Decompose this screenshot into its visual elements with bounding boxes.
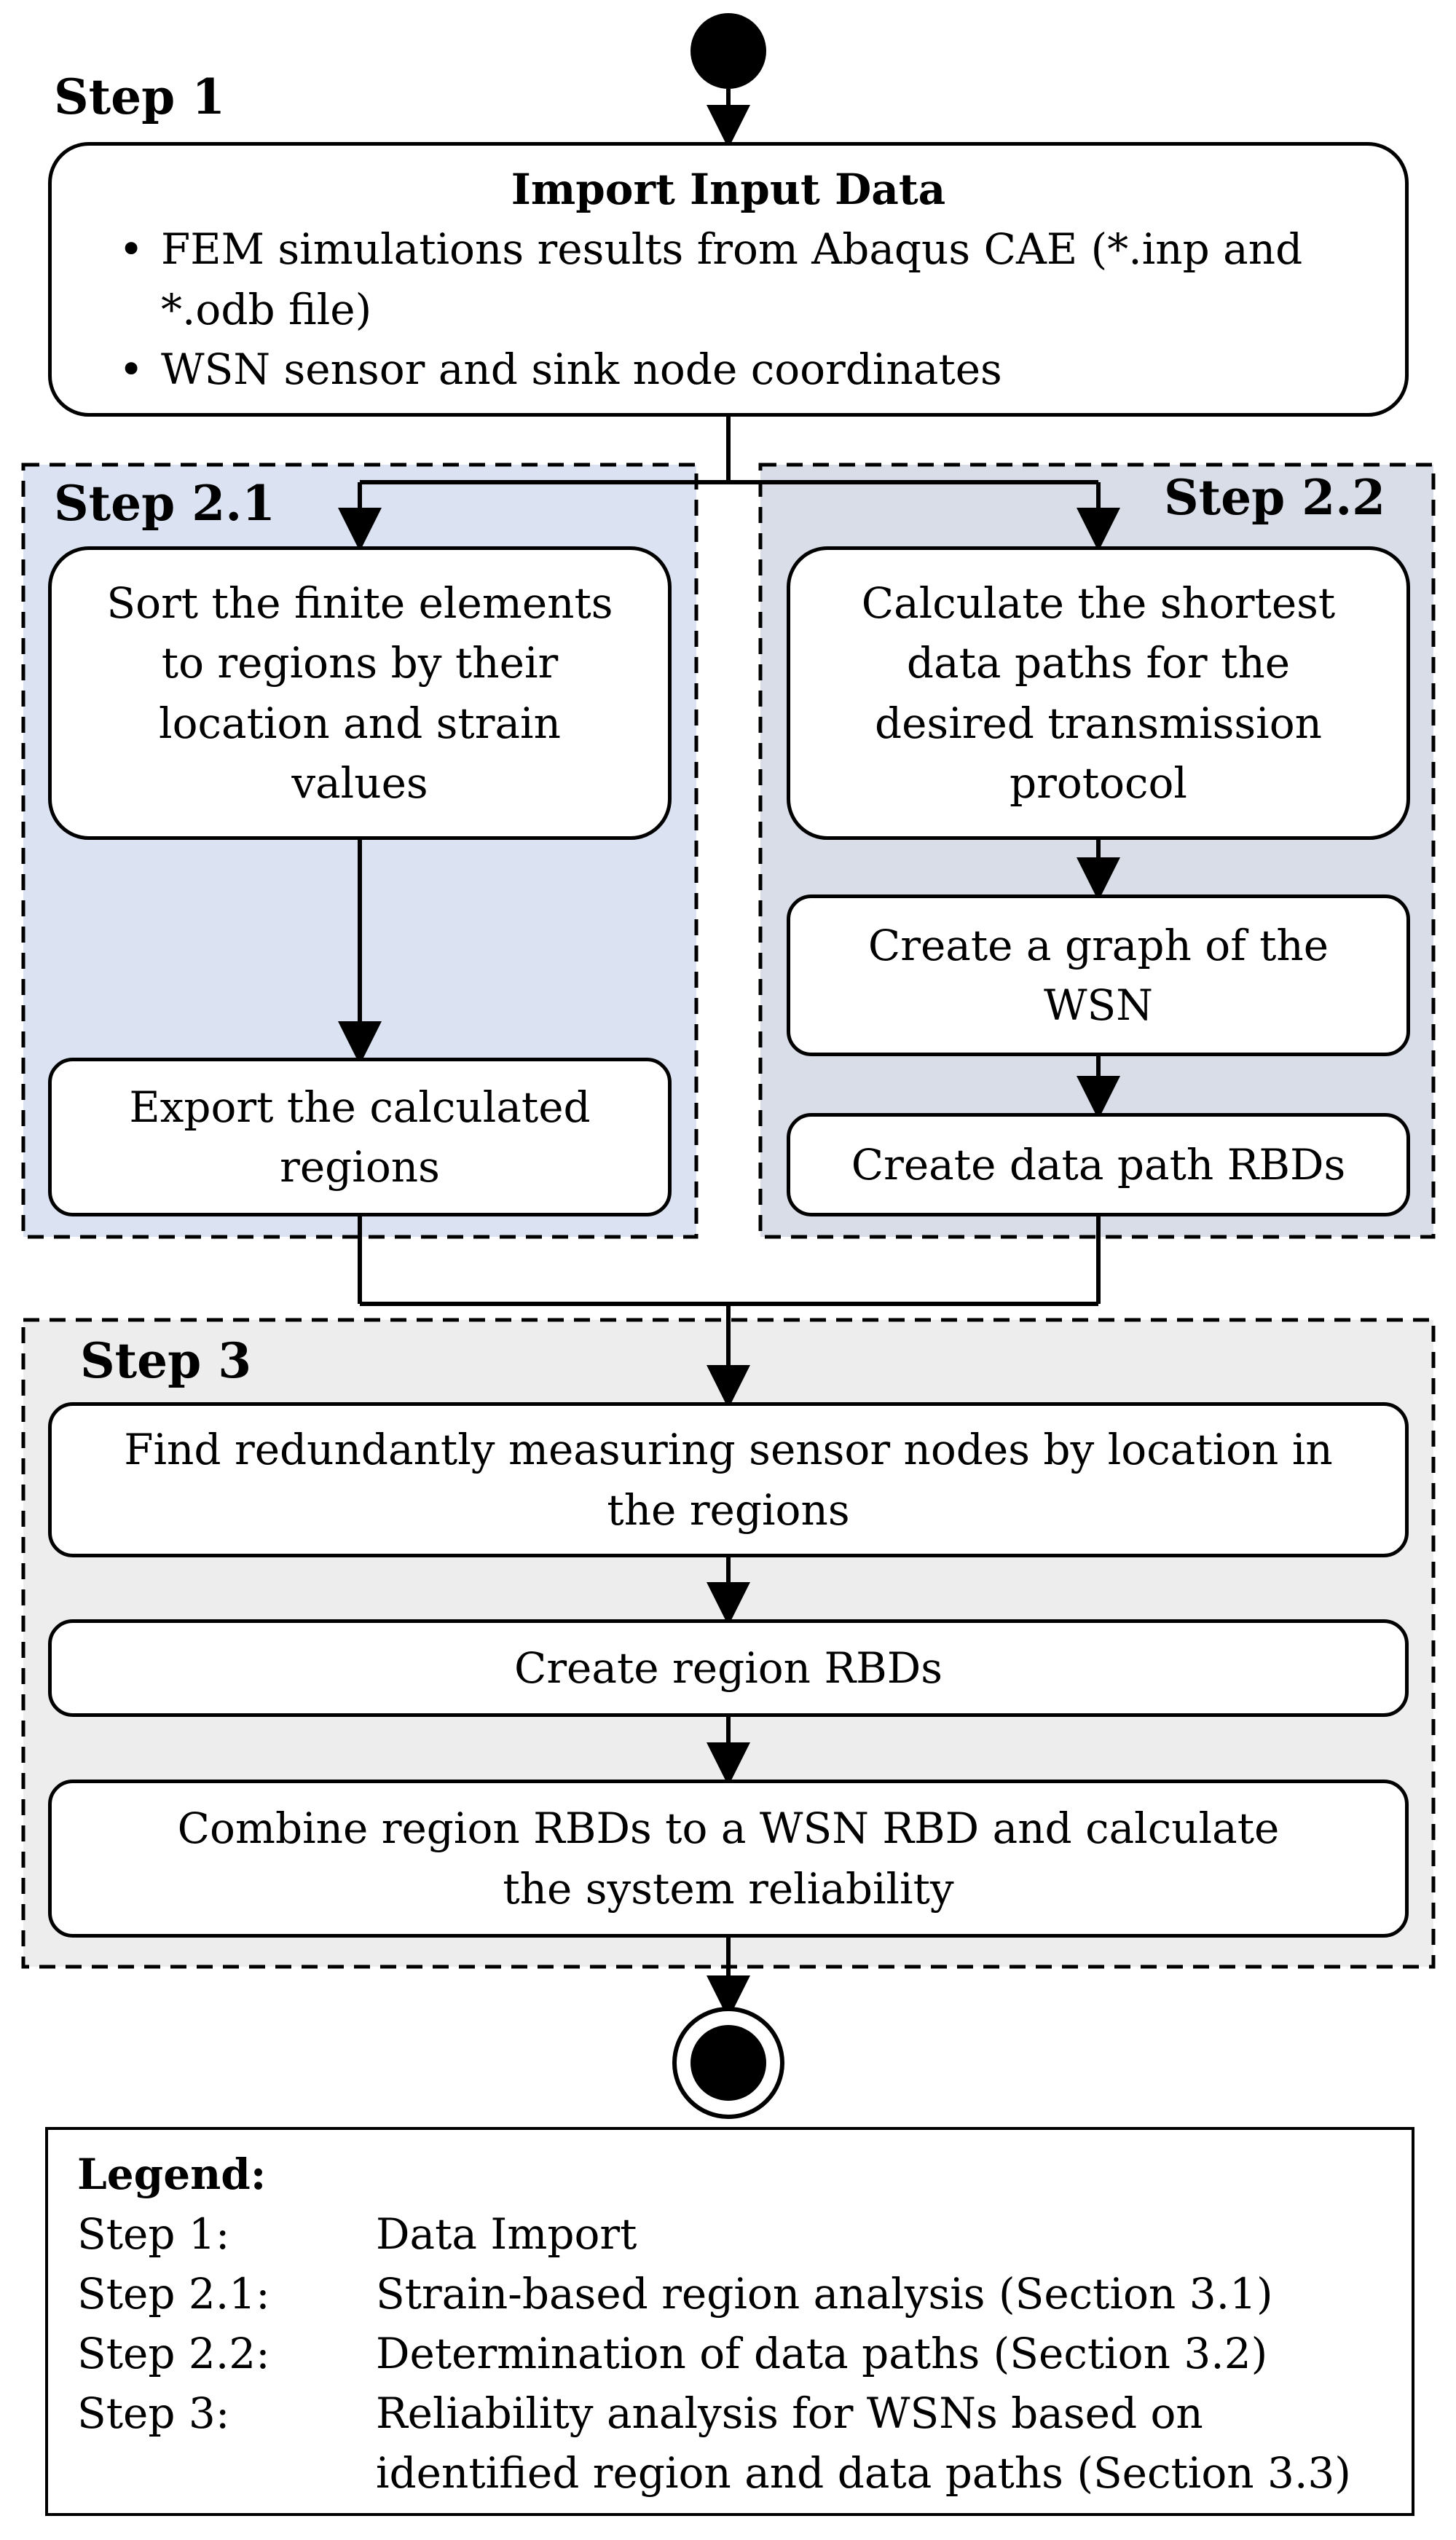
create-data-path-rbds-box: Create data path RBDs xyxy=(787,1113,1410,1216)
legend-key: Step 1: xyxy=(77,2209,230,2259)
create-region-rbds-text: Create region RBDs xyxy=(513,1643,943,1693)
legend-key: Step 2.2: xyxy=(77,2329,270,2378)
create-region-rbds-box: Create region RBDs xyxy=(48,1619,1409,1717)
legend-value: Determination of data paths (Section 3.2… xyxy=(376,2329,1268,2378)
legend-value: Strain-based region analysis (Section 3.… xyxy=(376,2269,1273,2319)
import-bullet-item: FEM simulations results from Abaqus CAE … xyxy=(103,219,1354,339)
import-bullet-list: FEM simulations results from Abaqus CAE … xyxy=(103,219,1354,399)
create-data-path-rbds-text: Create data path RBDs xyxy=(851,1139,1346,1190)
step3-label: Step 3 xyxy=(80,1332,252,1389)
create-graph-text: Create a graph of the WSN xyxy=(867,920,1329,1030)
import-bullet-item: WSN sensor and sink node coordinates xyxy=(103,339,1354,400)
legend-row: Step 2.1: Strain-based region analysis (… xyxy=(77,2264,1412,2324)
calc-shortest-paths-text: Calculate the shortest data paths for th… xyxy=(861,578,1336,808)
calc-shortest-paths-box: Calculate the shortest data paths for th… xyxy=(787,546,1410,840)
legend-value: Data Import xyxy=(376,2209,637,2259)
find-redundant-nodes-text: Find redundantly measuring sensor nodes … xyxy=(124,1425,1333,1535)
create-graph-box: Create a graph of the WSN xyxy=(787,894,1410,1056)
import-box-title: Import Input Data xyxy=(511,164,946,214)
import-input-data-box: Import Input Data FEM simulations result… xyxy=(48,142,1409,417)
step21-label: Step 2.1 xyxy=(54,475,276,532)
combine-region-rbds-text: Combine region RBDs to a WSN RBD and cal… xyxy=(177,1804,1280,1914)
legend-row: Step 3: Reliability analysis for WSNs ba… xyxy=(77,2383,1412,2503)
legend-key: Step 2.1: xyxy=(77,2269,270,2319)
sort-elements-box: Sort the finite elements to regions by t… xyxy=(48,546,672,840)
end-node xyxy=(690,2025,766,2101)
start-node xyxy=(690,13,766,89)
legend-row: Step 2.2: Determination of data paths (S… xyxy=(77,2324,1412,2383)
export-regions-text: Export the calculated regions xyxy=(129,1082,591,1192)
sort-elements-text: Sort the finite elements to regions by t… xyxy=(106,578,613,808)
export-regions-box: Export the calculated regions xyxy=(48,1058,672,1216)
legend-row: Step 1: Data Import xyxy=(77,2204,1412,2264)
legend-key: Step 3: xyxy=(77,2388,230,2438)
legend-box: Legend: Step 1: Data Import Step 2.1: St… xyxy=(45,2127,1414,2516)
combine-region-rbds-box: Combine region RBDs to a WSN RBD and cal… xyxy=(48,1780,1409,1938)
legend-title: Legend: xyxy=(77,2150,267,2199)
legend-value: Reliability analysis for WSNs based on i… xyxy=(376,2388,1351,2498)
find-redundant-nodes-box: Find redundantly measuring sensor nodes … xyxy=(48,1402,1409,1557)
step22-label: Step 2.2 xyxy=(1164,469,1386,526)
step1-label: Step 1 xyxy=(54,68,226,125)
